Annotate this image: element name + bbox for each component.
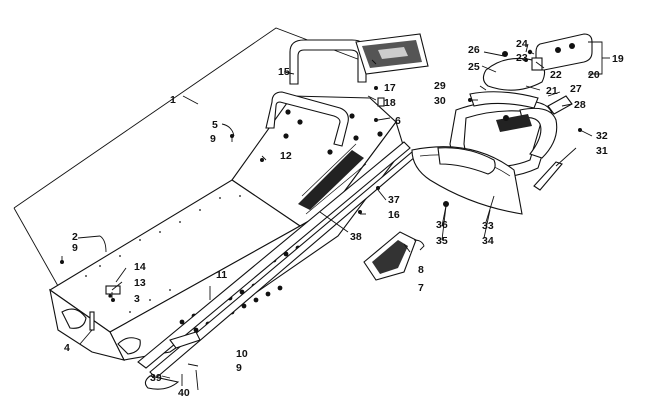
callout-36: 36 xyxy=(436,219,448,231)
callout-9a: 9 xyxy=(210,133,216,145)
callout-37: 37 xyxy=(388,194,400,206)
callout-4: 4 xyxy=(64,342,70,354)
callout-17: 17 xyxy=(384,82,396,94)
callout-40: 40 xyxy=(178,387,190,399)
callout-11: 11 xyxy=(216,269,227,281)
callout-27: 27 xyxy=(570,83,582,95)
callout-30: 30 xyxy=(434,95,446,107)
callout-31: 31 xyxy=(596,145,608,157)
callout-14: 14 xyxy=(134,261,146,273)
assembly-bracket-1 xyxy=(13,27,377,287)
seat-pad xyxy=(355,33,429,75)
callout-25: 25 xyxy=(468,61,480,73)
callout-1: 1 xyxy=(170,94,176,106)
callout-7: 7 xyxy=(418,282,424,294)
callout-10: 10 xyxy=(236,348,248,360)
callouts: 1 2 3 4 5 6 7 8 9 9 9 10 11 12 13 14 15 … xyxy=(64,38,624,399)
bumper xyxy=(363,231,425,281)
hardware xyxy=(60,51,582,331)
side-rail xyxy=(137,141,417,390)
callout-29: 29 xyxy=(434,80,446,92)
callout-6: 6 xyxy=(395,115,401,127)
callout-22: 22 xyxy=(550,69,562,81)
callout-38: 38 xyxy=(350,231,362,243)
callout-32: 32 xyxy=(596,130,608,142)
callout-26: 26 xyxy=(468,44,480,56)
callout-24: 24 xyxy=(516,38,528,50)
taillight-lens xyxy=(524,33,593,71)
callout-20: 20 xyxy=(588,69,600,81)
callout-9b: 9 xyxy=(72,242,78,254)
callout-18: 18 xyxy=(384,97,396,109)
callout-9c: 9 xyxy=(236,362,242,374)
callout-15: 15 xyxy=(278,66,290,78)
callout-12: 12 xyxy=(280,150,292,162)
callout-2: 2 xyxy=(72,231,78,243)
tunnel-body xyxy=(48,95,405,361)
taillight-housing xyxy=(411,57,558,215)
callout-23: 23 xyxy=(516,52,528,64)
callout-28: 28 xyxy=(574,99,586,111)
callout-21: 21 xyxy=(546,85,558,97)
callout-16: 16 xyxy=(388,209,400,221)
callout-5: 5 xyxy=(212,119,218,131)
callout-19: 19 xyxy=(612,53,624,65)
callout-39: 39 xyxy=(150,372,162,384)
callout-13: 13 xyxy=(134,277,146,289)
callout-35: 35 xyxy=(436,235,448,247)
callout-34: 34 xyxy=(482,235,494,247)
callout-3: 3 xyxy=(134,293,140,305)
callout-33: 33 xyxy=(482,220,494,232)
leader-lines xyxy=(61,41,610,391)
callout-8: 8 xyxy=(418,264,424,276)
